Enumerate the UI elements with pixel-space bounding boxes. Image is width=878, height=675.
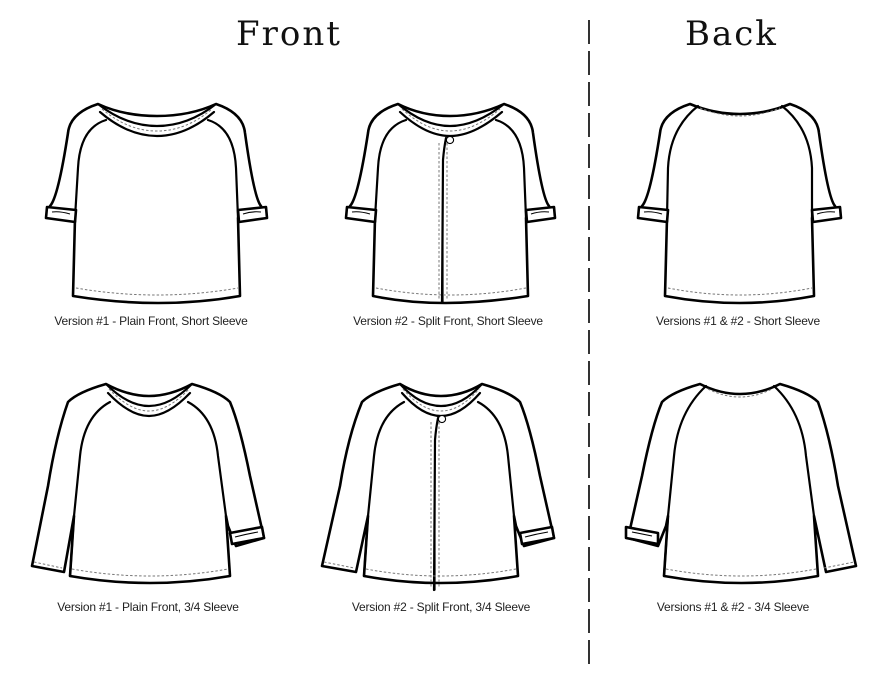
front-heading: Front <box>236 14 342 54</box>
split-front-three-quarter-sleeve-tee-drawing <box>320 382 556 592</box>
back-short-sleeve-tee-drawing <box>636 102 843 305</box>
button-icon <box>437 414 447 424</box>
plain-front-three-quarter-sleeve-tee-drawing <box>30 382 266 585</box>
caption-back-three-quarter-sleeve: Versions #1 & #2 - 3/4 Sleeve <box>656 600 810 614</box>
caption-back-short-sleeve: Versions #1 & #2 - Short Sleeve <box>656 314 820 328</box>
caption-v2-short-sleeve: Version #2 - Split Front, Short Sleeve <box>353 314 543 328</box>
back-three-quarter-sleeve-tee-drawing <box>624 382 858 585</box>
caption-v1-three-quarter-sleeve: Version #1 - Plain Front, 3/4 Sleeve <box>57 600 239 614</box>
plain-front-short-sleeve-tee-drawing <box>44 102 269 305</box>
caption-v2-three-quarter-sleeve: Version #2 - Split Front, 3/4 Sleeve <box>351 600 531 614</box>
caption-v1-short-sleeve: Version #1 - Plain Front, Short Sleeve <box>54 314 248 328</box>
front-back-divider <box>588 20 590 670</box>
split-front-short-sleeve-tee-drawing <box>344 102 557 305</box>
back-heading: Back <box>685 14 778 54</box>
button-icon <box>445 135 455 145</box>
